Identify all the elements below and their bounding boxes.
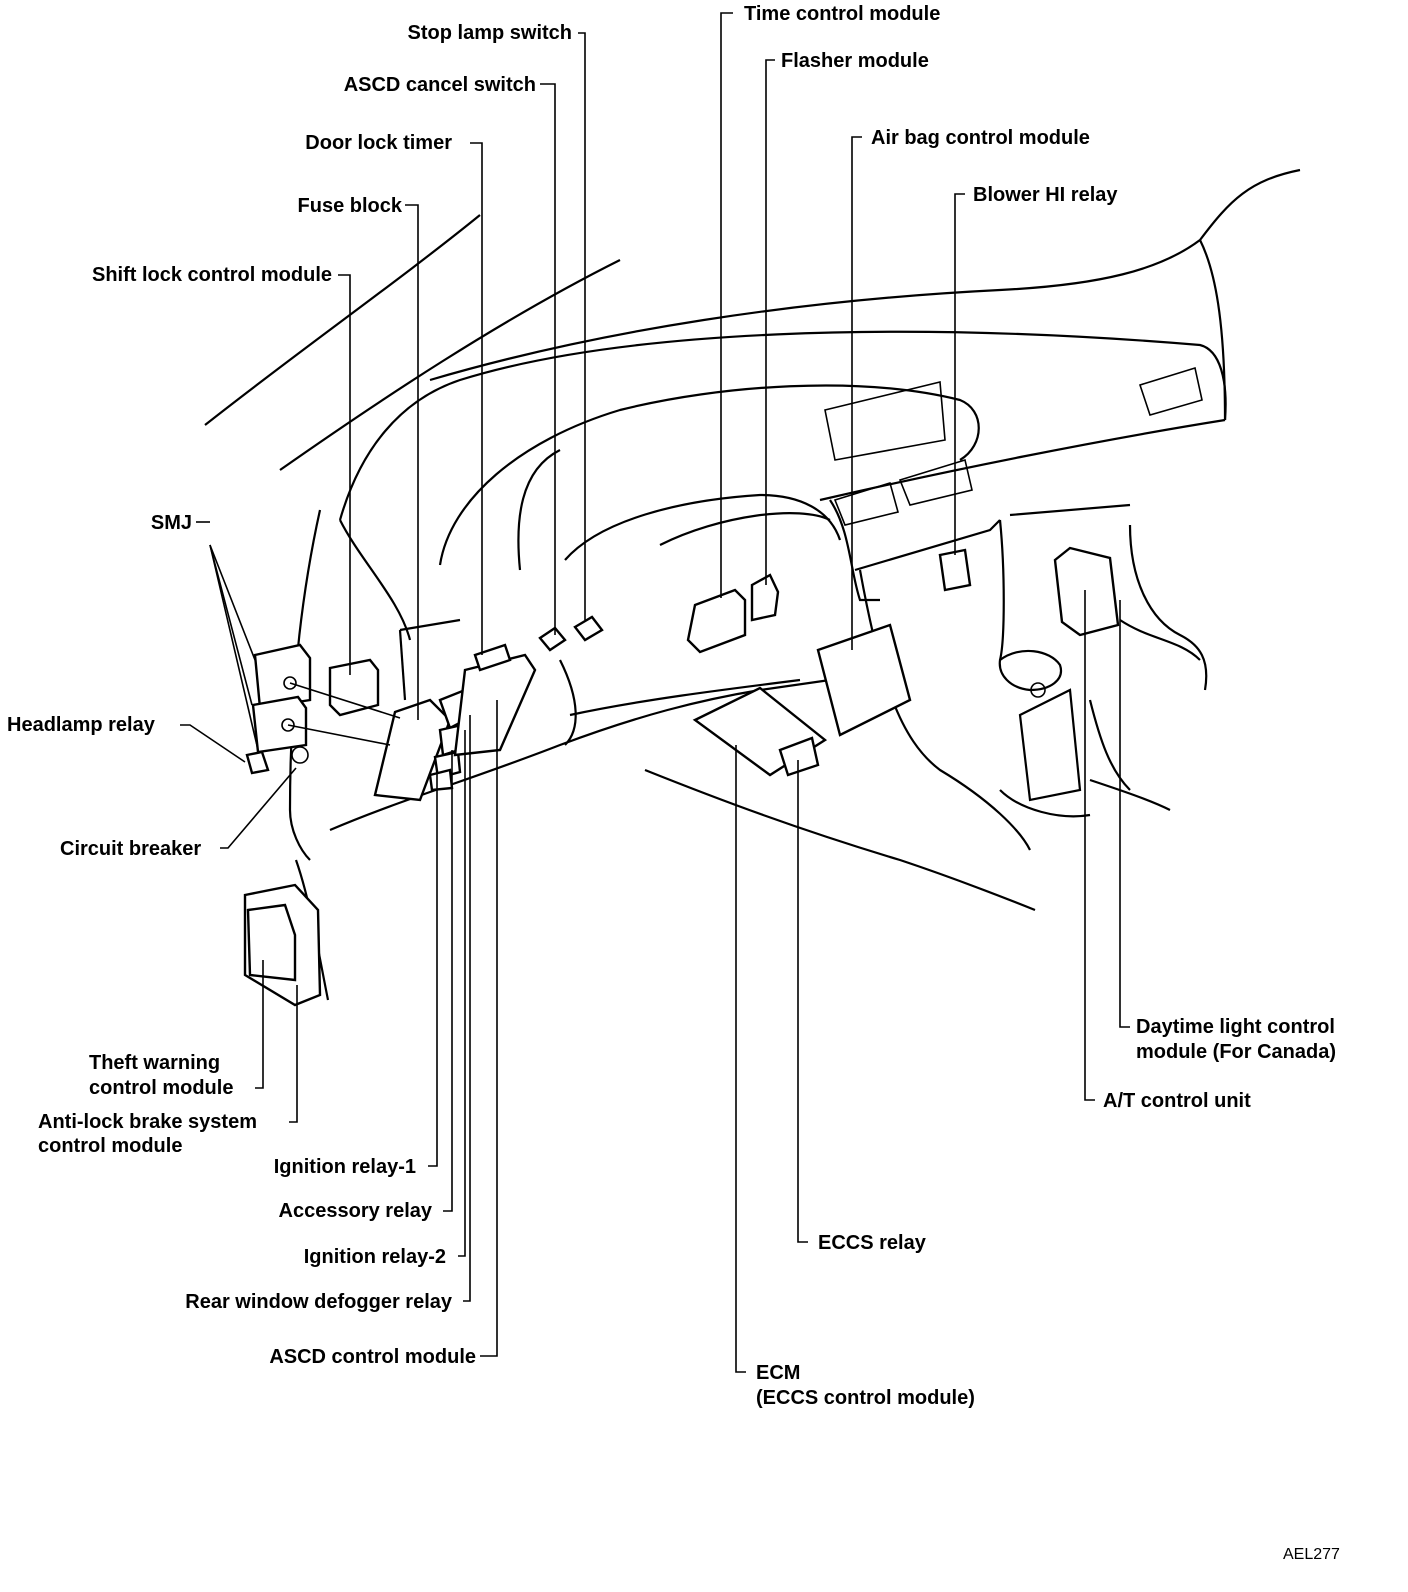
label-smj: SMJ bbox=[150, 512, 192, 534]
label-daytime-light-line2: module (For Canada) bbox=[1136, 1041, 1337, 1063]
label-at-control-unit: A/T control unit bbox=[1103, 1090, 1251, 1112]
label-daytime-light-line1: Daytime light control bbox=[1136, 1016, 1335, 1038]
figure-code: AEL277 bbox=[1283, 1546, 1340, 1563]
label-theft-warning-line2: control module bbox=[89, 1077, 234, 1099]
label-circuit-breaker: Circuit breaker bbox=[60, 838, 202, 860]
label-ignition-relay-1: Ignition relay-1 bbox=[273, 1156, 416, 1178]
label-abs-line1: Anti-lock brake system bbox=[38, 1111, 257, 1133]
label-stop-lamp-switch: Stop lamp switch bbox=[407, 22, 572, 44]
label-ecm-line1: ECM bbox=[756, 1362, 801, 1384]
label-rear-window-defogger-relay: Rear window defogger relay bbox=[185, 1291, 452, 1313]
label-fuse-block: Fuse block bbox=[297, 195, 402, 217]
label-abs-line2: control module bbox=[38, 1135, 183, 1157]
label-shift-lock-control-module: Shift lock control module bbox=[91, 264, 332, 286]
label-theft-warning-line1: Theft warning bbox=[89, 1052, 221, 1074]
label-headlamp-relay: Headlamp relay bbox=[7, 714, 155, 736]
label-air-bag-control-module: Air bag control module bbox=[871, 127, 1090, 149]
label-ascd-control-module: ASCD control module bbox=[269, 1346, 476, 1368]
label-time-control-module: Time control module bbox=[744, 3, 941, 25]
label-ignition-relay-2: Ignition relay-2 bbox=[303, 1246, 446, 1268]
label-accessory-relay: Accessory relay bbox=[278, 1200, 432, 1222]
label-door-lock-timer: Door lock timer bbox=[305, 132, 452, 154]
label-ascd-cancel-switch: ASCD cancel switch bbox=[343, 74, 536, 96]
label-flasher-module: Flasher module bbox=[781, 50, 929, 72]
label-ecm-line2: (ECCS control module) bbox=[756, 1387, 975, 1409]
label-blower-hi-relay: Blower HI relay bbox=[973, 184, 1118, 206]
label-eccs-relay: ECCS relay bbox=[818, 1232, 926, 1254]
